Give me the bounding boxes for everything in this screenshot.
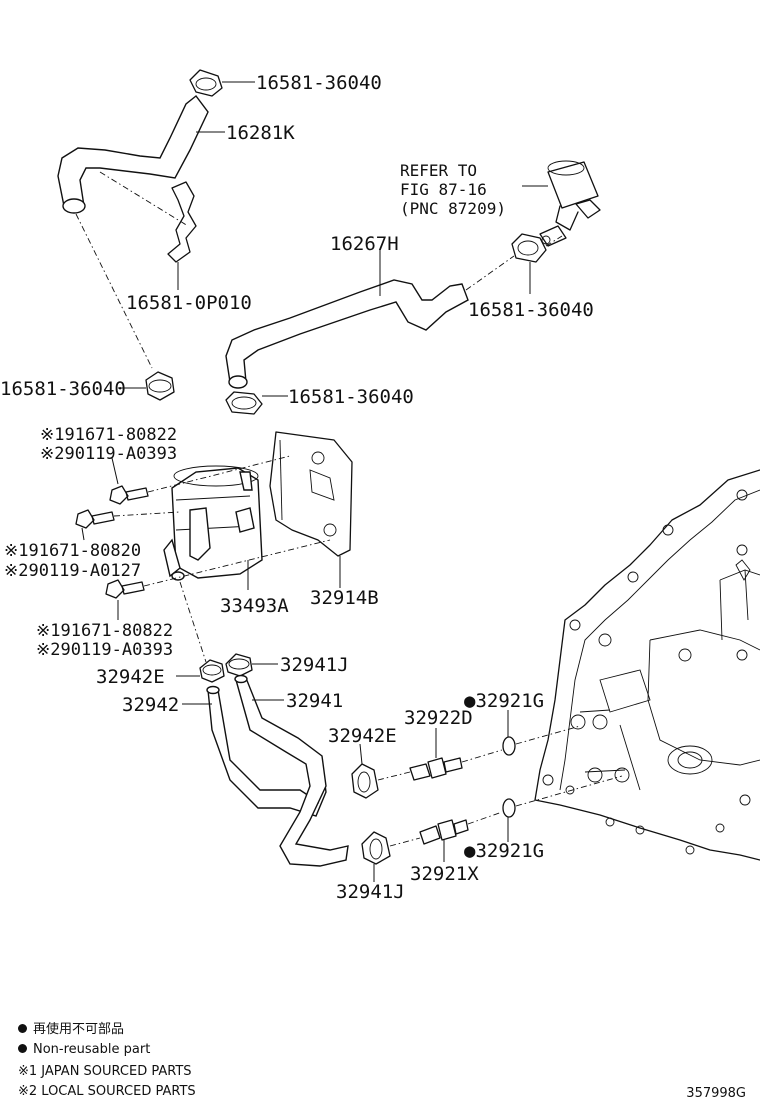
label-clamp-32942e-upper: 32942E [96,666,165,688]
legend: 再使用不可部品 Non-reusable part ※1 JAPAN SOURC… [18,1020,196,1102]
clamp-32942e-upper [199,659,225,683]
label-union-32922d: 32922D [404,707,473,729]
legend-row-1: 再使用不可部品 [18,1020,196,1040]
hose-32941 [234,674,349,867]
label-oring-upper: ●32921G [464,690,544,712]
legend-line1: 再使用不可部品 [33,1022,125,1037]
label-bolt3-a: ※191671-80822 [36,621,173,641]
union-32922d [409,757,463,781]
label-bolt3-b: ※290119-A0393 [36,640,173,660]
clamp-32941j-upper [225,653,253,677]
label-refer-line1: REFER TO [400,161,477,180]
label-oring-lower: ●32921G [464,840,544,862]
label-clamp-right: 16581-36040 [468,299,594,321]
label-clamp-mid: 16581-36040 [288,386,414,408]
clip-16581-0p010 [167,181,197,263]
label-bolt1-b: ※290119-A0393 [40,444,177,464]
label-hose-16281k: 16281K [226,122,295,144]
label-clamp-left: 16581-36040 [0,378,126,400]
bullet-icon [18,1044,27,1053]
label-clip-0p010: 16581-0P010 [126,292,252,314]
clamp-32942e-lower [351,763,379,799]
bullet-icon [18,1024,27,1033]
union-32921x [419,819,469,845]
legend-line4: ※2 LOCAL SOURCED PARTS [18,1084,196,1099]
label-hose-32941: 32941 [286,690,343,712]
legend-line3: ※1 JAPAN SOURCED PARTS [18,1064,192,1079]
clamp-16581-36040-left [145,371,175,401]
label-bolt2-b: ※290119-A0127 [4,561,141,581]
bolt-lower [105,579,145,599]
label-cooler: 33493A [220,595,289,617]
label-refer-line3: (PNC 87209) [400,199,506,218]
diagram-code: 357998G [686,1086,746,1101]
bracket-32914b [269,431,353,557]
label-hose-16267h: 16267H [330,233,399,255]
oring-32921g-lower [502,798,516,818]
oring-32921g-upper [502,736,516,756]
hose-16281k [57,95,209,214]
label-bracket: 32914B [310,587,379,609]
hose-16267h [225,279,469,389]
label-clamp-32941j-upper: 32941J [280,654,349,676]
label-clamp-32942e-lower: 32942E [328,725,397,747]
label-clamp-top: 16581-36040 [256,72,382,94]
label-hose-32942: 32942 [122,694,179,716]
label-union-32921x: 32921X [410,863,479,885]
clamp-16581-36040-right [511,233,547,263]
legend-row-3: ※1 JAPAN SOURCED PARTS [18,1062,196,1082]
oil-cooler-33493a [163,465,263,581]
label-bolt1-a: ※191671-80822 [40,425,177,445]
clamp-16581-36040-mid [225,391,263,415]
label-bolt2-a: ※191671-80820 [4,541,141,561]
clamp-32941j-lower [361,831,391,865]
transmission-case [534,469,760,861]
label-refer-line2: FIG 87-16 [400,180,487,199]
bolt-upper [109,485,149,505]
clamp-16581-36040-top [189,69,223,97]
bolt-middle [75,509,115,529]
label-clamp-32941j-lower: 32941J [336,881,405,903]
refer-component [539,160,601,247]
legend-row-2: Non-reusable part [18,1040,196,1060]
legend-line2: Non-reusable part [33,1042,151,1057]
legend-row-4: ※2 LOCAL SOURCED PARTS [18,1082,196,1102]
